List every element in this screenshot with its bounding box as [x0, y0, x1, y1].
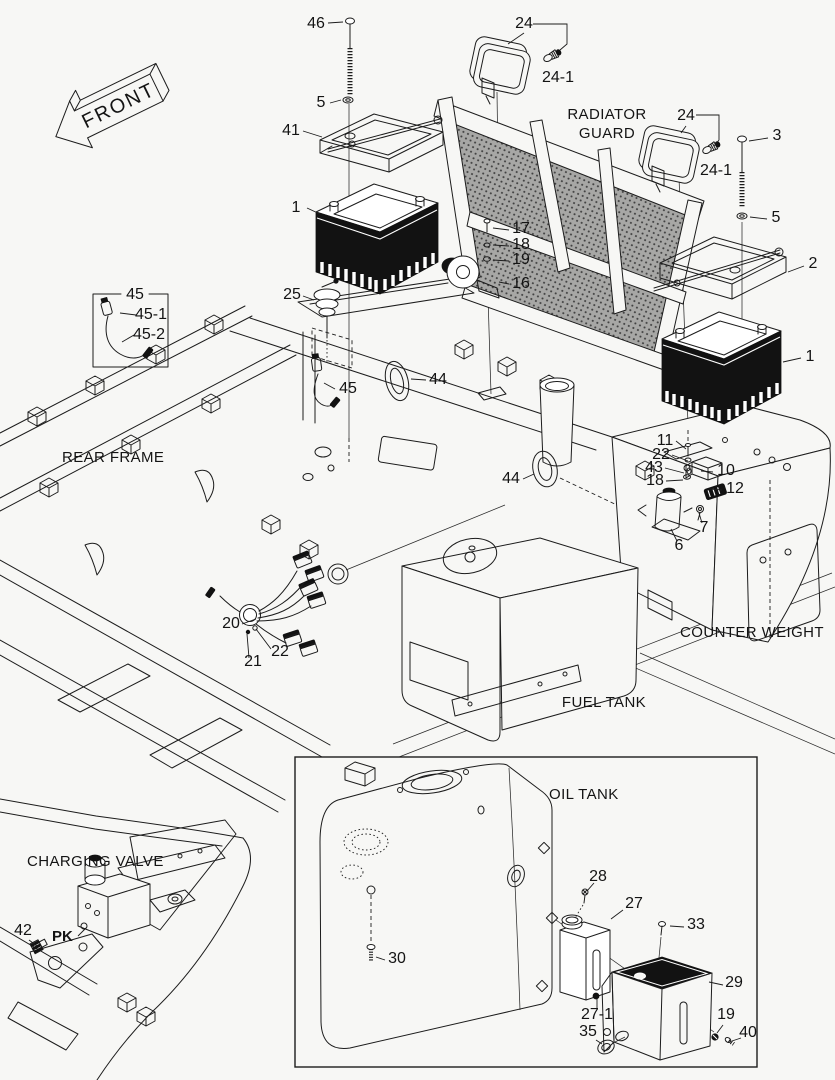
radiator-guard-label-line1: RADIATOR [567, 106, 646, 123]
callout-45-inset: 45 [126, 286, 144, 303]
callout-1-left: 1 [292, 199, 301, 216]
radiator-guard [433, 96, 705, 371]
callout-44-upper: 44 [429, 371, 447, 388]
cable-45-inset [92, 293, 169, 368]
cover-29 [601, 956, 713, 1061]
grommet-44-lower [532, 450, 558, 488]
counter-weight [611, 404, 831, 643]
charging-valve-label: CHARGING VALVE [27, 853, 164, 870]
callout-16: 16 [512, 275, 530, 292]
callout-28: 28 [589, 868, 607, 885]
callout-10: 10 [717, 462, 735, 479]
work-lamp-24-left [466, 34, 534, 105]
grommet-35 [597, 1036, 626, 1055]
callout-27-1: 27-1 [581, 1006, 613, 1023]
front-arrow: FRONT [55, 62, 170, 149]
callout-22-cw: 22 [652, 446, 670, 463]
front-arrow-label: FRONT [78, 79, 159, 133]
washer-5-left [342, 96, 354, 104]
battery-1-left [315, 183, 439, 295]
callout-18-left: 18 [512, 236, 530, 253]
radiator-guard-label-line2: GUARD [579, 125, 635, 142]
callout-35: 35 [579, 1023, 597, 1040]
callout-29: 29 [725, 974, 743, 991]
bulb-24-1-right [700, 139, 722, 157]
plug-42 [29, 938, 48, 955]
fuel-tank-label: FUEL TANK [562, 694, 646, 711]
relay-group [637, 430, 727, 541]
callout-5-left: 5 [317, 94, 326, 111]
callout-30: 30 [388, 950, 406, 967]
callout-33: 33 [687, 916, 705, 933]
callout-24-1-left: 24-1 [542, 69, 574, 86]
callout-3: 3 [773, 127, 782, 144]
callout-11: 11 [657, 432, 674, 449]
callout-7: 7 [700, 519, 709, 536]
section-labels: RADIATOR GUARD REAR FRAME COUNTER WEIGHT… [27, 106, 824, 945]
charging-valve [29, 819, 237, 989]
callout-45-2: 45-2 [133, 326, 165, 343]
callout-2: 2 [809, 255, 818, 272]
callout-12: 12 [726, 480, 744, 497]
leader-lines [28, 21, 805, 1045]
callout-21: 21 [244, 653, 262, 670]
oil-tank-inset [294, 756, 758, 1068]
callout-20: 20 [222, 615, 240, 632]
bolt-46 [345, 17, 355, 96]
callout-18-cw: 18 [646, 472, 664, 489]
callout-27: 27 [625, 895, 643, 912]
battery-switch-25 [311, 278, 353, 369]
callout-labels: 46 5 41 1 24 24-1 24 24-1 3 5 2 1 17 18 … [14, 15, 817, 1041]
callout-19-oil: 19 [717, 1006, 735, 1023]
screws-19-40 [711, 1033, 735, 1046]
callout-45-1: 45-1 [135, 306, 167, 323]
battery-1-right [661, 311, 782, 425]
callout-5-right: 5 [772, 209, 781, 226]
callout-24-left: 24 [515, 15, 533, 32]
callout-41: 41 [282, 122, 300, 139]
drain-bolt-30 [366, 885, 376, 961]
frame-tube [539, 377, 575, 467]
battery-tray-2 [653, 236, 787, 300]
callout-44-lower: 44 [502, 470, 520, 487]
callout-42: 42 [14, 922, 32, 939]
callout-45-frame: 45 [339, 380, 357, 397]
callout-43: 43 [645, 459, 663, 476]
callout-40: 40 [739, 1024, 757, 1041]
callout-46: 46 [307, 15, 325, 32]
bolt-3 [737, 135, 747, 208]
washer-5-right [736, 212, 748, 220]
callout-25: 25 [283, 286, 301, 303]
cable-45-frame [310, 353, 341, 408]
callout-17: 17 [512, 220, 530, 237]
washer-bottle-27 [559, 888, 611, 1001]
battery-tray-41 [319, 113, 444, 173]
oil-tank-label: OIL TANK [549, 786, 619, 803]
horn-16-hardware [441, 218, 507, 401]
counter-weight-label: COUNTER WEIGHT [680, 624, 824, 641]
grommet-44-upper [384, 360, 410, 402]
oil-tank-body [319, 761, 715, 1049]
pk-port-label: PK [52, 928, 73, 945]
callout-6: 6 [675, 537, 684, 554]
callout-24-1-right: 24-1 [700, 162, 732, 179]
fuel-tank [401, 537, 639, 742]
callout-1-right: 1 [806, 348, 815, 365]
bulb-24-1-left [541, 47, 563, 65]
callout-24-right: 24 [677, 107, 695, 124]
callout-19-left: 19 [512, 251, 530, 268]
work-lamp-24-right [635, 123, 703, 193]
callout-22-harness: 22 [271, 643, 289, 660]
rear-frame-label: REAR FRAME [62, 449, 164, 466]
wire-harness-20 [205, 504, 506, 658]
